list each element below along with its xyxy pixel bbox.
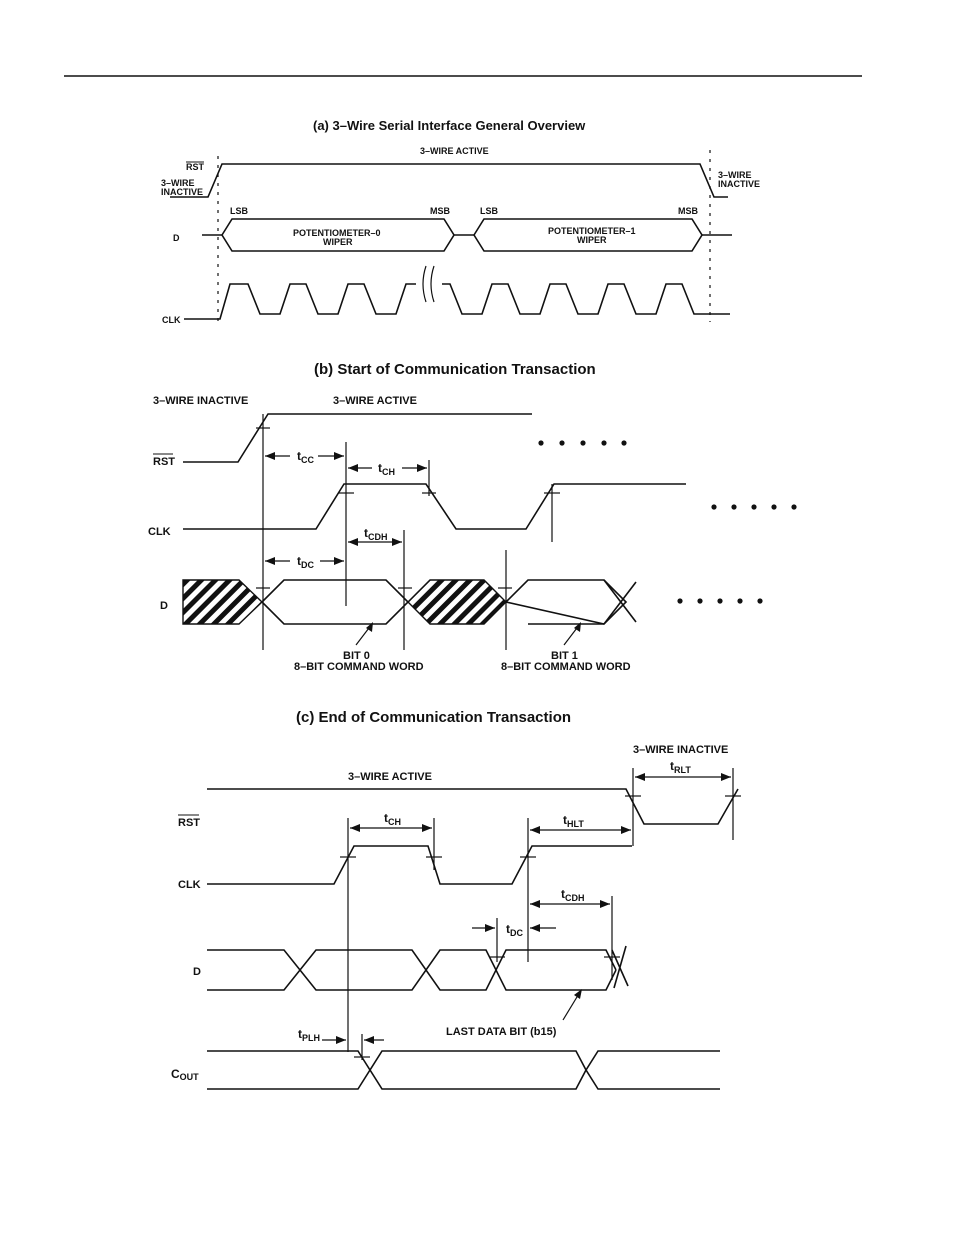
b-bit0-label-2: 8–BIT COMMAND WORD [294, 661, 424, 673]
svg-text:tCDH: tCDH [561, 887, 585, 903]
b-clk-label: CLK [148, 526, 171, 538]
c-d-line-bottom [207, 968, 617, 991]
c-rst-waveform [207, 788, 739, 825]
section-c-title: (c) End of Communication Transaction [296, 709, 571, 726]
a-lsb-0: LSB [230, 206, 249, 216]
c-cout-line-top [207, 1050, 720, 1072]
c-d-label: D [193, 966, 201, 978]
svg-text:tHLT: tHLT [563, 813, 584, 829]
a-wire-inactive-left-1: 3–WIRE [161, 178, 195, 188]
b-d-hatch-1 [182, 579, 264, 625]
b-d-bit0-cell [260, 579, 410, 625]
svg-text:tDC: tDC [506, 922, 523, 938]
a-clk-waveform-2 [442, 283, 730, 315]
a-wire-inactive-right-2: INACTIVE [718, 179, 760, 189]
b-wire-active-label: 3–WIRE ACTIVE [333, 395, 417, 407]
section-b-start: (b) Start of Communication Transaction 3… [148, 361, 797, 673]
b-bit1-pointer-head [574, 622, 581, 632]
a-wire-inactive-right-1: 3–WIRE [718, 170, 752, 180]
section-a-title: (a) 3–Wire Serial Interface General Over… [313, 118, 586, 133]
c-thlt-dimension: tHLT [530, 813, 631, 834]
a-clk-waveform-1 [184, 283, 416, 320]
c-last-bit-pointer-head [574, 989, 582, 999]
b-wire-inactive-label: 3–WIRE INACTIVE [153, 395, 248, 407]
c-tdc-dimension: tDC [472, 922, 556, 938]
svg-text:tCDH: tCDH [364, 526, 388, 542]
c-clk-label: CLK [178, 879, 201, 891]
b-tdc-dimension: tDC [265, 554, 344, 570]
b-d-cross-end-1 [603, 579, 637, 623]
c-d-cross-end-2 [613, 945, 627, 989]
c-clk-waveform [207, 845, 632, 885]
a-pot1-label-1: POTENTIOMETER–1 [548, 226, 636, 236]
b-bit1-label-1: BIT 1 [551, 650, 578, 662]
b-clk-ellipsis [711, 504, 797, 510]
a-clk-break-mark [422, 265, 435, 303]
b-tcc-dimension: tCC [265, 449, 344, 465]
b-rst-waveform [183, 413, 532, 463]
a-rst-label: RST [186, 162, 205, 172]
svg-text:tCC: tCC [297, 449, 314, 465]
b-rst-ellipsis [538, 440, 627, 446]
c-d-line-top [207, 949, 617, 972]
section-c-end: (c) End of Communication Transaction 3–W… [171, 709, 741, 1090]
c-wire-inactive-label: 3–WIRE INACTIVE [633, 744, 728, 756]
b-d-label: D [160, 600, 168, 612]
c-crossing-ticks [340, 795, 741, 1058]
a-rst-waveform [170, 163, 728, 198]
b-bit0-pointer-head [366, 622, 373, 632]
b-tcdh-dimension: tCDH [348, 526, 402, 546]
b-d-ellipsis [677, 598, 763, 604]
c-tcdh-dimension: tCDH [530, 887, 610, 908]
c-rst-label: RST [178, 817, 200, 829]
a-pot1-label-2: WIPER [577, 235, 607, 245]
c-wire-active-label: 3–WIRE ACTIVE [348, 771, 432, 783]
b-bit0-label-1: BIT 0 [343, 650, 370, 662]
svg-text:tCH: tCH [384, 811, 401, 827]
b-d-bit1-cell [504, 579, 628, 625]
a-msb-1: MSB [678, 206, 699, 216]
b-bit1-label-2: 8–BIT COMMAND WORD [501, 661, 631, 673]
b-rst-label: RST [153, 456, 175, 468]
a-lsb-1: LSB [480, 206, 499, 216]
a-pot0-label-1: POTENTIOMETER–0 [293, 228, 381, 238]
svg-text:tDC: tDC [297, 554, 314, 570]
b-tch-dimension: tCH [348, 461, 427, 477]
b-clk-waveform [183, 483, 686, 530]
c-cout-label: COUT [171, 1067, 199, 1082]
b-crossing-ticks [256, 427, 560, 589]
b-d-hatch-2 [407, 579, 507, 625]
a-msb-0: MSB [430, 206, 451, 216]
svg-text:tPLH: tPLH [298, 1027, 320, 1043]
c-tplh-dimension: tPLH [298, 1027, 384, 1044]
section-a-overview: (a) 3–Wire Serial Interface General Over… [161, 118, 760, 325]
b-d-cross-end-2 [603, 581, 637, 625]
c-last-bit-label: LAST DATA BIT (b15) [446, 1026, 557, 1038]
section-b-title: (b) Start of Communication Transaction [314, 361, 596, 378]
a-wire-active-label: 3–WIRE ACTIVE [420, 146, 489, 156]
a-d-label: D [173, 233, 180, 243]
svg-text:tCH: tCH [378, 461, 395, 477]
c-trlt-dimension: tRLT [635, 759, 731, 781]
c-cout-line-bottom [207, 1068, 720, 1090]
a-wire-inactive-left-2: INACTIVE [161, 187, 203, 197]
c-tch-dimension: tCH [350, 811, 432, 832]
svg-text:tRLT: tRLT [670, 759, 691, 775]
a-clk-label: CLK [162, 315, 181, 325]
a-pot0-label-2: WIPER [323, 237, 353, 247]
